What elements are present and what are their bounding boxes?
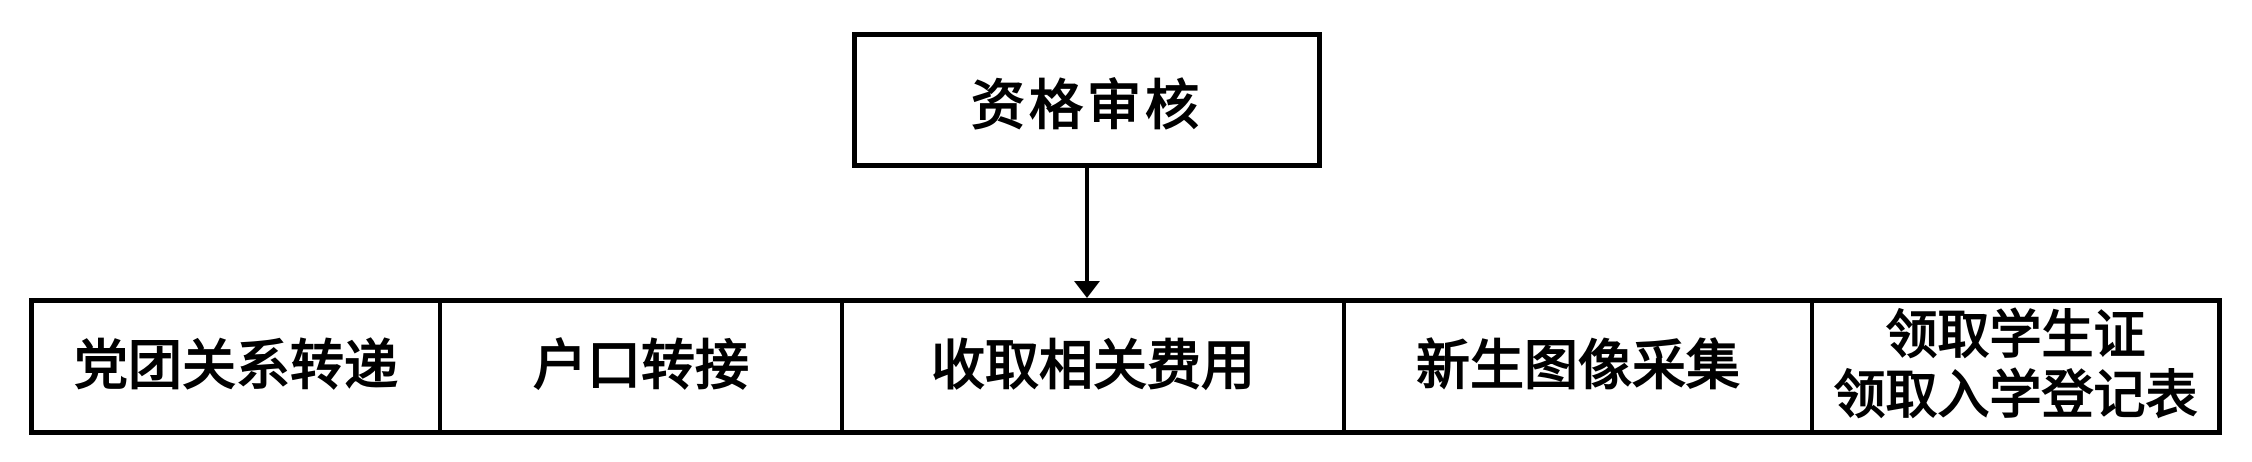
flow-box-label-line-2: 领取入学登记表 bbox=[1833, 366, 2198, 425]
flow-box-label: 资格审核 bbox=[971, 75, 1203, 136]
flow-box-id-and-registration-form: 领取学生证 领取入学登记表 bbox=[1810, 303, 2217, 430]
flow-box-label: 收取相关费用 bbox=[931, 336, 1255, 397]
flow-box-label-line-1: 领取学生证 bbox=[1885, 306, 2146, 365]
flow-connector-line bbox=[1085, 168, 1089, 282]
flow-box-label: 党团关系转递 bbox=[74, 336, 398, 397]
flow-box-student-image-capture: 新生图像采集 bbox=[1342, 303, 1810, 430]
arrow-down-icon bbox=[1074, 281, 1100, 298]
flow-box-fee-collection: 收取相关费用 bbox=[840, 303, 1342, 430]
flow-bottom-row: 党团关系转递 户口转接 收取相关费用 新生图像采集 领取学生证 领取入学登记表 bbox=[29, 298, 2222, 435]
flow-box-label: 新生图像采集 bbox=[1416, 336, 1740, 397]
flow-box-qualification-review: 资格审核 bbox=[852, 32, 1322, 168]
flow-box-household-registration-transfer: 户口转接 bbox=[438, 303, 840, 430]
flow-box-party-league-transfer: 党团关系转递 bbox=[34, 303, 438, 430]
flow-box-label: 户口转接 bbox=[533, 336, 749, 397]
